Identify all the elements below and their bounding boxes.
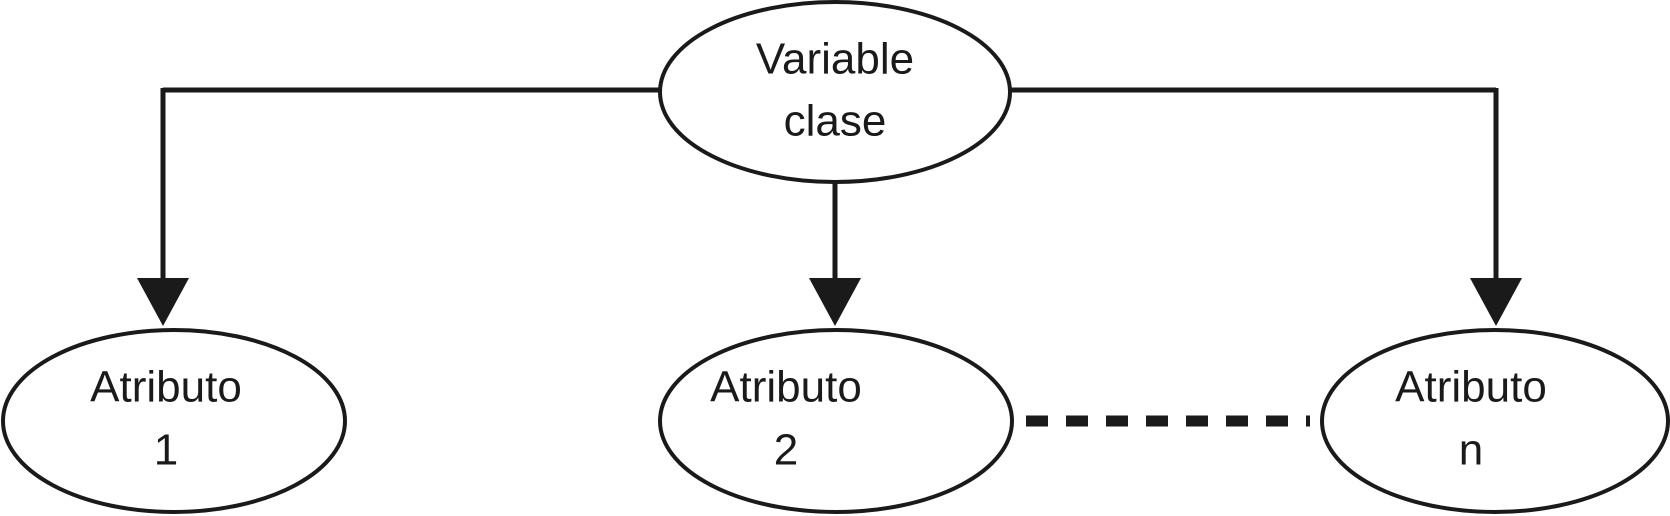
node-atributo-n[interactable]: Atributo n (1320, 328, 1670, 514)
node-variable-clase-label-line-1: Variable (756, 35, 914, 84)
node-atributo-n-shape[interactable] (1320, 328, 1670, 514)
node-atributo-1[interactable]: Atributo 1 (1, 328, 347, 514)
node-variable-clase[interactable]: Variable clase (658, 0, 1012, 184)
edge-layer (137, 87, 1522, 427)
node-atributo-1-shape[interactable] (1, 328, 347, 514)
node-atributo-1-label-line-1: Atributo (90, 363, 242, 412)
node-atributo-n-label-line-1: Atributo (1395, 363, 1547, 412)
arrow-head-atributo-2 (809, 278, 861, 326)
node-variable-clase-label-line-2: clase (784, 97, 887, 146)
node-atributo-2-shape[interactable] (658, 328, 1014, 514)
node-atributo-2-label-line-1: Atributo (710, 363, 862, 412)
arrow-head-atributo-n (1470, 278, 1522, 326)
node-variable-clase-shape[interactable] (658, 0, 1012, 184)
node-atributo-n-label-line-2: n (1459, 426, 1483, 475)
edge-root-to-atributo-2 (809, 180, 861, 326)
node-atributo-2-label-line-2: 2 (774, 426, 798, 475)
edge-root-to-atributo-n (1470, 88, 1522, 326)
node-atributo-1-label-line-2: 1 (154, 426, 178, 475)
arrow-head-atributo-1 (137, 278, 189, 326)
node-atributo-2[interactable]: Atributo 2 (658, 328, 1014, 514)
edge-root-to-atributo-1 (137, 88, 189, 326)
